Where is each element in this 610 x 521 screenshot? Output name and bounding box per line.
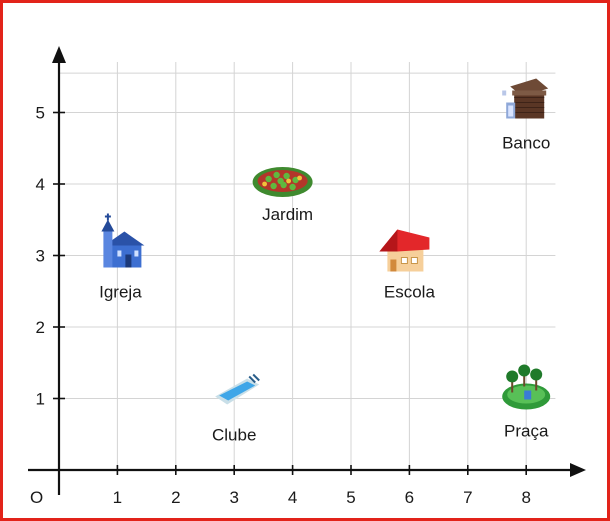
- y-tick-label: 4: [36, 175, 45, 194]
- x-tick-label: 1: [113, 488, 122, 507]
- place-label-igreja: Igreja: [99, 283, 142, 302]
- x-tick-label: 6: [405, 488, 414, 507]
- x-axis-arrow: [570, 463, 586, 477]
- y-tick-label: 3: [36, 247, 45, 266]
- park-icon: [502, 364, 551, 410]
- x-tick-label: 3: [229, 488, 238, 507]
- garden-icon: [252, 167, 313, 197]
- x-tick-label: 2: [171, 488, 180, 507]
- y-tick-label: 1: [36, 390, 45, 409]
- x-tick-label: 5: [346, 488, 355, 507]
- place-label-banco: Banco: [502, 134, 550, 153]
- y-axis-arrow: [52, 46, 66, 63]
- axis-ticks: 1 2 3 4 5 6 7 8 1 2 3 4 5: [36, 104, 531, 508]
- y-tick-label: 5: [36, 104, 45, 123]
- place-label-escola: Escola: [384, 283, 436, 302]
- school-icon: [379, 229, 430, 272]
- axes: [28, 46, 586, 495]
- x-tick-label: 4: [288, 488, 297, 507]
- y-tick-label: 2: [36, 318, 45, 337]
- grid-lines: [59, 62, 556, 470]
- place-label-clube: Clube: [212, 426, 256, 445]
- x-tick-label: 7: [463, 488, 472, 507]
- place-label-praca: Praça: [504, 422, 549, 441]
- x-tick-label: 8: [521, 488, 530, 507]
- bank-icon: [502, 78, 549, 119]
- church-icon: [101, 213, 145, 268]
- origin-label: O: [30, 488, 43, 507]
- place-label-jardim: Jardim: [262, 205, 313, 224]
- pool-icon: [215, 373, 260, 405]
